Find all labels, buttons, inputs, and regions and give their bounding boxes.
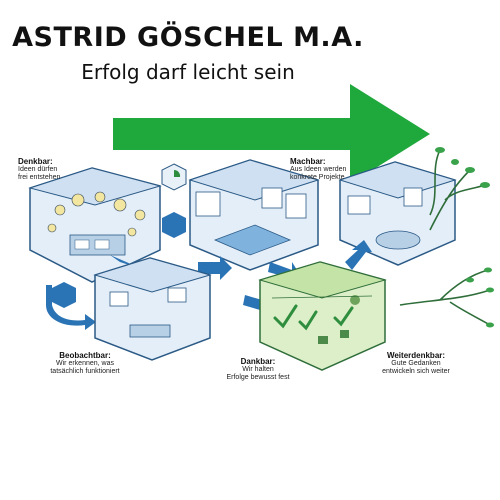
stage-text-denkbar-1: Ideen dürfen	[18, 166, 58, 173]
checkmark-icons	[273, 304, 354, 331]
stage-title-machbar: Machbar:	[290, 157, 326, 166]
stage-text-denkbar-2: frei entstehen	[18, 174, 61, 181]
stage-title-beobachtbar: Beobachtbar:	[59, 351, 111, 360]
trophy-icons	[318, 295, 360, 344]
stage-text-dankbar-1: Wir halten	[242, 366, 274, 373]
hexagon-connector-left	[52, 282, 76, 308]
stage-label-dankbar: Dankbar: Wir halten Erfolge bewusst fest	[215, 358, 301, 382]
page-title: ASTRID GÖSCHEL M.A.	[12, 22, 364, 53]
stage-text-weiterdenkbar-1: Gute Gedanken	[391, 360, 441, 367]
room-machbar	[188, 159, 320, 271]
stage-label-beobachtbar: Beobachtbar: Wir erkennen, was tatsächli…	[42, 352, 128, 376]
stage-text-weiterdenkbar-2: entwickeln sich weiter	[382, 368, 450, 375]
room-beobachtbar	[93, 257, 212, 361]
green-arrow	[113, 84, 430, 184]
stage-label-machbar: Machbar: Aus Ideen werden konkrete Proje…	[290, 158, 380, 182]
stage-text-dankbar-2: Erfolge bewusst fest	[226, 374, 290, 381]
stage-label-weiterdenkbar: Weiterdenkbar: Gute Gedanken entwickeln …	[368, 352, 464, 376]
stage-title-dankbar: Dankbar:	[240, 357, 276, 366]
stage-title-denkbar: Denkbar:	[18, 157, 53, 166]
stage-label-denkbar: Denkbar: Ideen dürfen frei entstehen	[18, 158, 98, 182]
lightbulb-icons	[47, 191, 146, 237]
page-subtitle: Erfolg darf leicht sein	[81, 60, 295, 84]
room-denkbar	[28, 167, 162, 283]
room-dankbar	[258, 261, 387, 371]
stage-title-weiterdenkbar: Weiterdenkbar:	[386, 351, 446, 360]
stage-text-beobachtbar-2: tatsächlich funktioniert	[50, 368, 120, 375]
hexagon-connector	[162, 212, 186, 238]
stage-text-beobachtbar-1: Wir erkennen, was	[56, 360, 114, 367]
room-weiterdenkbar	[338, 161, 457, 266]
stage-text-machbar-1: Aus Ideen werden	[290, 166, 347, 173]
stage-text-machbar-2: konkrete Projekte	[290, 174, 345, 181]
